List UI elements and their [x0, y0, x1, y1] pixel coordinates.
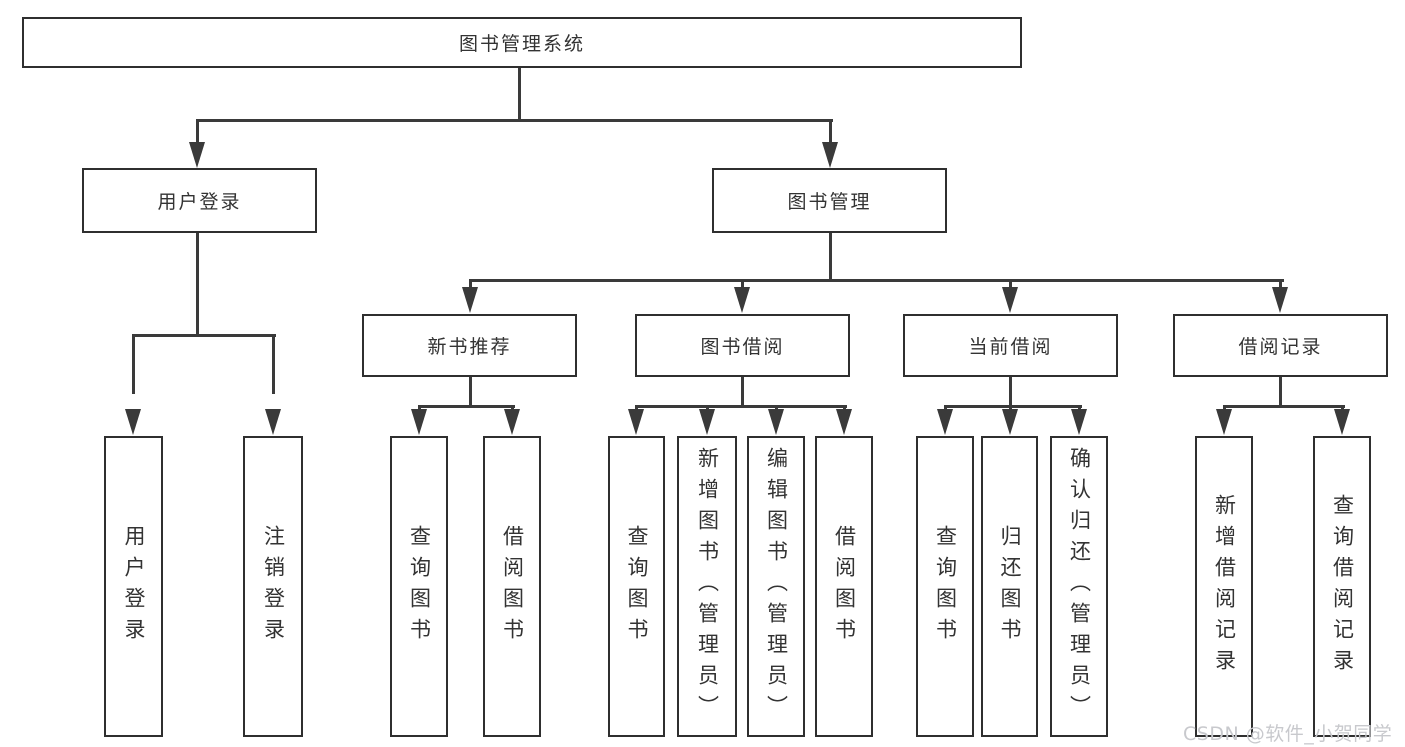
node-book-management-label: 图书管理	[787, 191, 872, 213]
edge-book-management-crossbar	[469, 279, 1284, 282]
node-book-borrowing-label: 图书借阅	[700, 336, 785, 358]
edge-new-book-recommend-trunk	[469, 377, 472, 407]
leaf-add-books-admin: 新增图书（管理员）	[677, 436, 737, 737]
edge-book-management-trunk	[829, 233, 832, 282]
leaf-add-borrow-record-label: 新增借阅记录	[1212, 493, 1237, 680]
node-root-label: 图书管理系统	[458, 33, 585, 55]
edge-book-borrowing-crossbar	[635, 405, 847, 408]
leaf-return-books-label: 归还图书	[998, 524, 1022, 649]
node-current-borrowing: 当前借阅	[903, 314, 1118, 377]
leaf-confirm-return-admin: 确认归还（管理员）	[1050, 436, 1108, 737]
leaf-borrow-books: 借阅图书	[815, 436, 873, 737]
leaf-confirm-return-admin-label: 确认归还（管理员）	[1067, 447, 1092, 726]
leaf-query-borrow-record: 查询借阅记录	[1313, 436, 1371, 737]
leaf-return-books: 归还图书	[981, 436, 1038, 737]
node-current-borrowing-label: 当前借阅	[968, 336, 1053, 358]
edge-to-user-login	[196, 119, 199, 147]
node-user-login: 用户登录	[82, 168, 317, 233]
arrow-to-book-borrowing	[734, 287, 750, 313]
arrow-to-leaf-query-borrow	[628, 409, 644, 435]
leaf-add-borrow-record: 新增借阅记录	[1195, 436, 1253, 737]
arrow-to-leaf-query-record	[1334, 409, 1350, 435]
node-new-book-recommend-label: 新书推荐	[427, 336, 512, 358]
arrow-to-leaf-borrow-recommend	[504, 409, 520, 435]
edge-borrow-records-crossbar	[1223, 405, 1345, 408]
edge-user-login-crossbar	[132, 334, 276, 337]
leaf-logout-login: 注销登录	[243, 436, 303, 737]
arrow-to-book-management	[822, 142, 838, 168]
edge-root-trunk	[518, 68, 521, 121]
node-root: 图书管理系统	[22, 17, 1022, 68]
leaf-borrow-books-label: 借阅图书	[832, 524, 857, 649]
arrow-to-borrow-records	[1272, 287, 1288, 313]
leaf-borrow-books-recommend-label: 借阅图书	[500, 524, 525, 649]
arrow-to-new-book-recommend	[462, 287, 478, 313]
edge-root-crossbar	[196, 119, 833, 122]
arrow-to-leaf-edit-books	[768, 409, 784, 435]
leaf-query-borrow-record-label: 查询借阅记录	[1330, 493, 1355, 680]
edge-new-book-recommend-crossbar	[418, 405, 515, 408]
leaf-query-books-borrow: 查询图书	[608, 436, 665, 737]
leaf-query-books-borrow-label: 查询图书	[625, 524, 649, 649]
arrow-to-leaf-confirm-return	[1071, 409, 1087, 435]
leaf-edit-books-admin: 编辑图书（管理员）	[747, 436, 805, 737]
leaf-borrow-books-recommend: 借阅图书	[483, 436, 541, 737]
edge-book-borrowing-trunk	[741, 377, 744, 407]
leaf-add-books-admin-label: 新增图书（管理员）	[695, 447, 720, 726]
arrow-to-leaf-return-books	[1002, 409, 1018, 435]
node-borrow-records: 借阅记录	[1173, 314, 1388, 377]
arrow-to-current-borrowing	[1002, 287, 1018, 313]
node-borrow-records-label: 借阅记录	[1238, 336, 1323, 358]
arrow-to-leaf-query-recommend	[411, 409, 427, 435]
csdn-watermark: CSDN @软件_小贺同学	[1183, 723, 1393, 745]
node-book-borrowing: 图书借阅	[635, 314, 850, 377]
node-user-login-label: 用户登录	[157, 191, 242, 213]
edge-current-borrowing-trunk	[1009, 377, 1012, 407]
edge-borrow-records-trunk	[1279, 377, 1282, 407]
arrow-to-leaf-query-current	[937, 409, 953, 435]
node-new-book-recommend: 新书推荐	[362, 314, 577, 377]
leaf-edit-books-admin-label: 编辑图书（管理员）	[764, 447, 789, 726]
arrow-to-leaf-user-login	[125, 409, 141, 435]
leaf-query-books-recommend: 查询图书	[390, 436, 448, 737]
leaf-user-login: 用户登录	[104, 436, 163, 737]
edge-to-leaf-logout	[272, 334, 275, 394]
edge-current-borrowing-crossbar	[944, 405, 1082, 408]
leaf-query-books-current: 查询图书	[916, 436, 974, 737]
edge-user-login-trunk	[196, 233, 199, 336]
leaf-query-books-current-label: 查询图书	[933, 524, 958, 649]
arrow-to-leaf-add-books	[699, 409, 715, 435]
edge-to-book-management	[829, 119, 832, 147]
leaf-user-login-label: 用户登录	[122, 524, 146, 649]
leaf-logout-login-label: 注销登录	[261, 524, 286, 649]
leaf-query-books-recommend-label: 查询图书	[407, 524, 432, 649]
edge-to-leaf-user-login	[132, 334, 135, 394]
arrow-to-leaf-add-record	[1216, 409, 1232, 435]
arrow-to-leaf-logout	[265, 409, 281, 435]
node-book-management: 图书管理	[712, 168, 947, 233]
arrow-to-user-login	[189, 142, 205, 168]
arrow-to-leaf-borrow-books	[836, 409, 852, 435]
